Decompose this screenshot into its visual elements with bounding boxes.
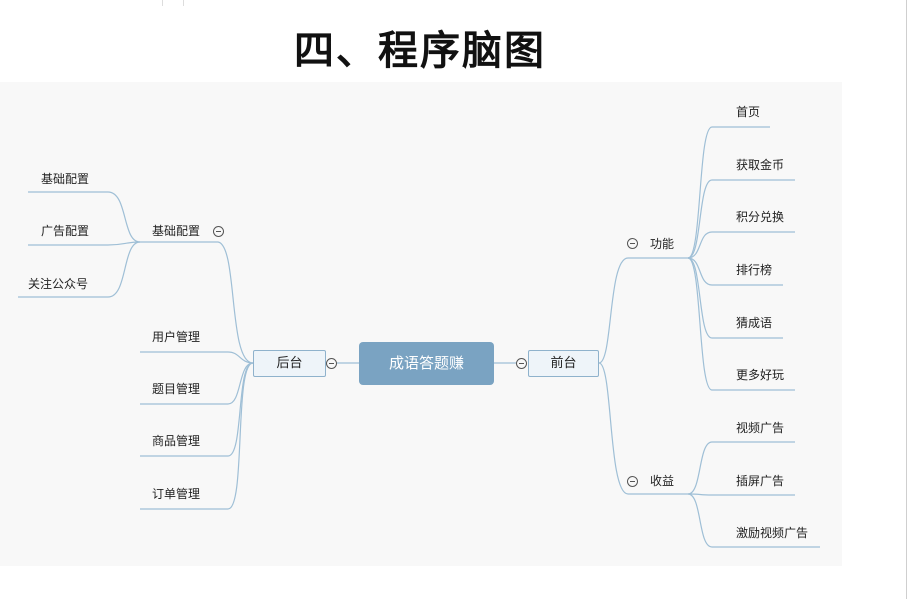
- root-node[interactable]: 成语答题赚: [359, 342, 494, 385]
- connector-features-coins: [687, 179, 795, 259]
- connector-features-guess: [687, 257, 783, 339]
- subnode-features[interactable]: 功能: [650, 237, 675, 251]
- connector-revenue-interstitial: [687, 493, 795, 496]
- leaf-more-fun[interactable]: 更多好玩: [736, 368, 785, 382]
- page-edge-mark: [162, 0, 184, 6]
- leaf-question-management[interactable]: 题目管理: [152, 382, 201, 396]
- collapse-toggle-houtai[interactable]: [326, 358, 337, 369]
- connector-features-home: [687, 126, 770, 259]
- leaf-guess-idiom[interactable]: 猜成语: [736, 316, 773, 330]
- leaf-leaderboard[interactable]: 排行榜: [736, 263, 773, 277]
- connector-config-base: [28, 191, 141, 243]
- collapse-toggle-config[interactable]: [213, 226, 224, 237]
- connector-features-rank: [687, 257, 783, 286]
- connector-features-exchange: [687, 231, 795, 259]
- connector-qiantai-revenue: [598, 362, 688, 495]
- connector-config-ads: [28, 241, 141, 246]
- leaf-get-coins[interactable]: 获取金币: [736, 158, 785, 172]
- leaf-config-base[interactable]: 基础配置: [41, 172, 90, 186]
- subnode-config[interactable]: 基础配置: [152, 224, 201, 238]
- connector-revenue-video: [687, 441, 795, 495]
- page-title: 四、程序脑图: [294, 27, 546, 74]
- collapse-toggle-revenue[interactable]: [627, 476, 638, 487]
- collapse-toggle-qiantai[interactable]: [516, 358, 527, 369]
- leaf-interstitial-ad[interactable]: 插屏广告: [736, 474, 785, 488]
- collapse-toggle-features[interactable]: [627, 238, 638, 249]
- connector-qiantai-features: [598, 257, 688, 364]
- branch-node-qiantai[interactable]: 前台: [528, 350, 599, 377]
- connector-houtai-questions: [140, 362, 254, 405]
- mindmap-canvas: [0, 82, 842, 566]
- leaf-rewarded-video-ad[interactable]: 激励视频广告: [736, 526, 809, 540]
- leaf-home[interactable]: 首页: [736, 105, 761, 119]
- leaf-config-follow[interactable]: 关注公众号: [28, 277, 89, 291]
- leaf-order-management[interactable]: 订单管理: [152, 487, 201, 501]
- connector-config-follow: [18, 241, 141, 298]
- connector-houtai-orders: [140, 362, 254, 510]
- leaf-config-ads[interactable]: 广告配置: [41, 224, 90, 238]
- branch-node-houtai[interactable]: 后台: [253, 350, 326, 377]
- connector-revenue-rewarded: [687, 493, 820, 548]
- subnode-revenue[interactable]: 收益: [650, 474, 675, 488]
- leaf-user-management[interactable]: 用户管理: [152, 330, 201, 344]
- connector-features-more: [687, 257, 795, 391]
- connector-houtai-users: [140, 351, 254, 364]
- leaf-goods-management[interactable]: 商品管理: [152, 434, 201, 448]
- page-edge-rule: [906, 0, 907, 599]
- leaf-points-exchange[interactable]: 积分兑换: [736, 210, 785, 224]
- connector-houtai-config: [140, 241, 254, 364]
- leaf-video-ad[interactable]: 视频广告: [736, 421, 785, 435]
